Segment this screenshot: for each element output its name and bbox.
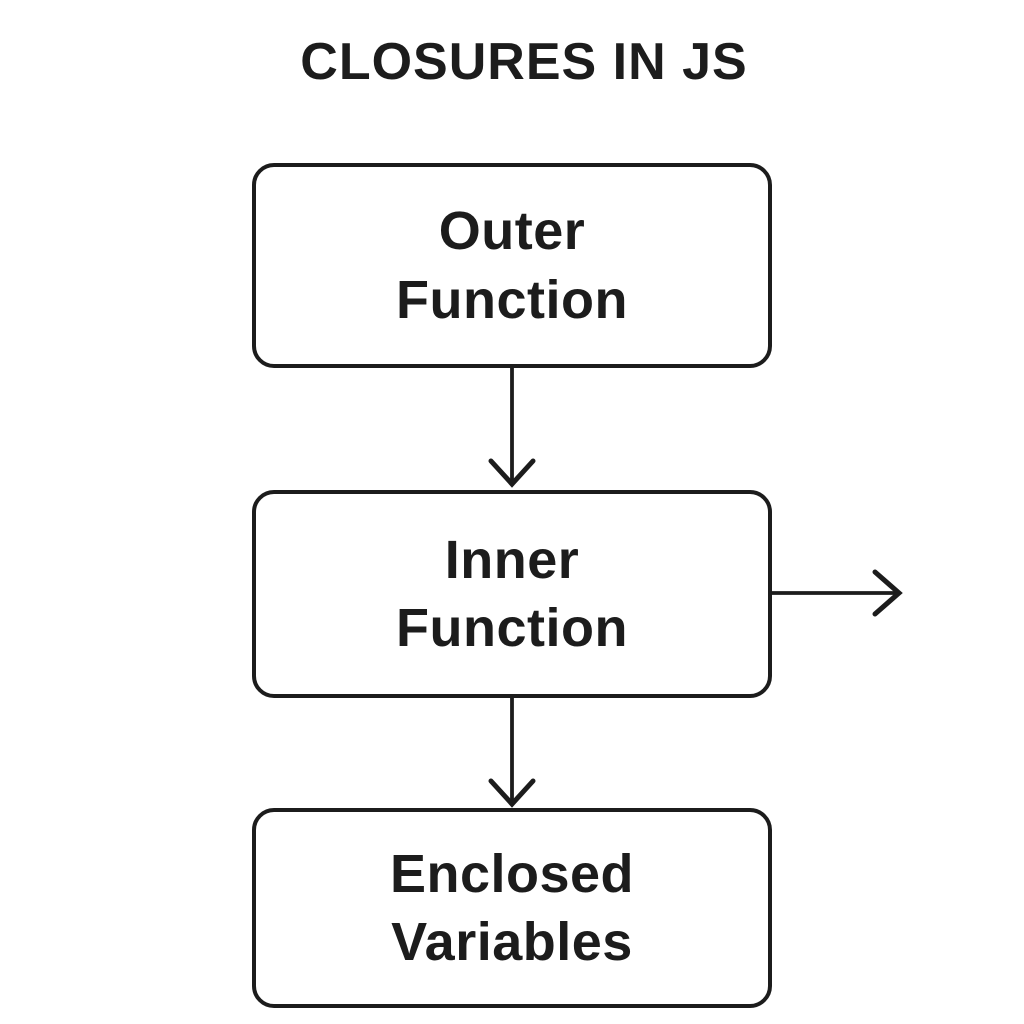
node-label-line: Outer	[438, 201, 586, 262]
arrow-inner-to-right	[772, 569, 903, 617]
node-enclosed-variables-label: Enclosed Variables	[390, 840, 634, 976]
node-label-line: Function	[396, 269, 628, 330]
arrow-inner-to-enclosed	[488, 698, 536, 808]
node-outer-function: Outer Function	[252, 163, 772, 368]
node-outer-function-label: Outer Function	[396, 197, 628, 333]
node-label-line: Enclosed	[389, 843, 635, 904]
node-label-line: Variables	[391, 912, 633, 972]
arrow-outer-to-inner	[488, 368, 536, 488]
node-enclosed-variables: Enclosed Variables	[252, 808, 772, 1008]
node-inner-function-label: Inner Function	[396, 526, 628, 662]
node-inner-function: Inner Function	[252, 490, 772, 698]
node-label-line: Function	[396, 598, 628, 658]
node-label-line: Inner	[444, 529, 580, 590]
diagram-title: CLOSURES IN JS	[300, 33, 748, 91]
